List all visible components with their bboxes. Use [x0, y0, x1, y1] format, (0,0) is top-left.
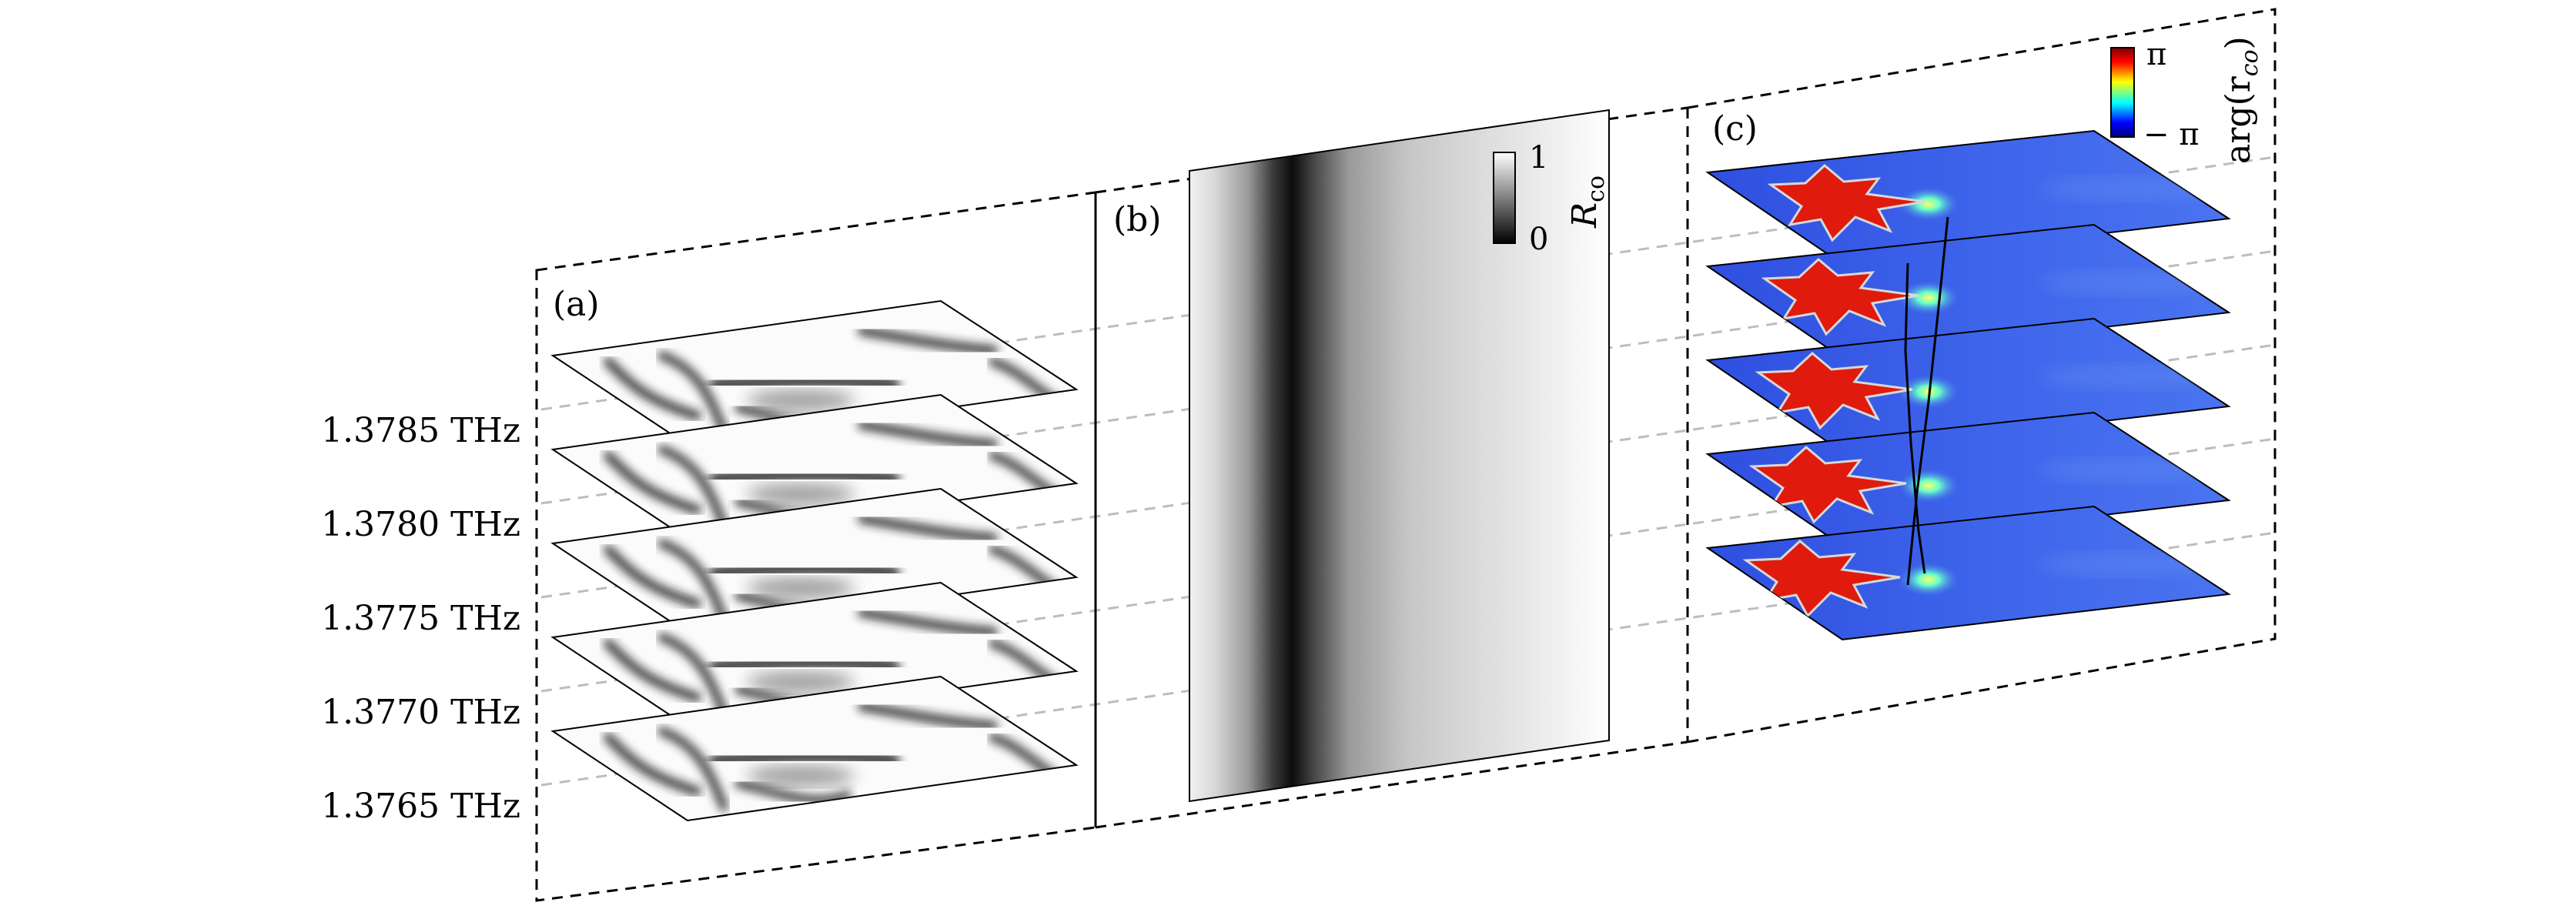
field-feature [657, 445, 728, 530]
field-plane-a [550, 675, 1079, 822]
frame-bottom-middle [1095, 740, 1688, 829]
frequency-label: 1.3770 THz [321, 693, 520, 732]
panel-label-c: (c) [1712, 109, 1758, 149]
field-feature [604, 733, 701, 796]
field-feature [657, 727, 728, 811]
frequency-labels: 1.3785 THz 1.3780 THz 1.3775 THz 1.3770 … [321, 411, 520, 826]
field-feature [858, 326, 998, 355]
panel-c [1705, 129, 2231, 641]
field-feature [709, 467, 900, 486]
field-feature [858, 514, 998, 543]
panel-a [550, 299, 1079, 822]
colorbar-b-max: 1 [1529, 140, 1548, 175]
panel-b: 1 0 Rco (b) [1113, 109, 1610, 803]
frame-c [1687, 8, 2277, 744]
frequency-label: 1.3780 THz [321, 505, 520, 544]
colorbar-b-min: 0 [1529, 222, 1548, 257]
panel-label-b: (b) [1113, 200, 1162, 239]
frame-a [535, 191, 1097, 902]
phase-transition [1898, 187, 1959, 221]
panel-label-a: (a) [553, 285, 600, 324]
field-feature [604, 451, 701, 514]
field-feature [604, 545, 701, 608]
plane-outline [1705, 505, 2231, 641]
field-feature [604, 639, 701, 702]
phase-pattern [1767, 164, 2225, 242]
field-feature [747, 389, 855, 411]
frequency-label: 1.3775 THz [321, 599, 520, 638]
frequency-label: 1.3765 THz [321, 787, 520, 826]
field-feature [747, 577, 855, 599]
phase-region-red [1761, 258, 1919, 336]
field-feature [858, 608, 998, 637]
phase-transition [1898, 281, 1959, 315]
field-feature [657, 633, 728, 717]
phase-tracking-lines [1904, 216, 1949, 586]
field-feature [747, 483, 855, 505]
colorbar-b [1493, 152, 1516, 244]
colorbar-c-min: − π [2143, 117, 2200, 152]
phase-transition [1898, 563, 1959, 597]
colorbar-c-label: arg(rco) [2219, 36, 2263, 164]
field-pattern [604, 702, 1059, 811]
field-feature [858, 702, 998, 730]
field-feature [657, 351, 728, 436]
field-feature [657, 539, 728, 623]
field-feature [709, 373, 900, 392]
phase-plane-c [1705, 505, 2231, 641]
colorbar-c-max: π [2146, 37, 2166, 72]
field-feature [734, 779, 851, 805]
field-feature [709, 655, 900, 673]
field-feature [747, 671, 855, 693]
field-feature [709, 561, 900, 580]
field-feature [747, 765, 855, 787]
colorbar-b-label: Rco [1565, 175, 1610, 229]
field-feature [858, 420, 998, 449]
colorbar-c: π − π arg(rco) [2110, 36, 2263, 164]
phase-transition [1898, 469, 1959, 503]
field-feature [604, 357, 701, 420]
phase-region-red [1755, 352, 1913, 430]
frequency-label: 1.3785 THz [321, 411, 520, 450]
field-feature [709, 749, 900, 767]
reflectance-map [1189, 109, 1610, 803]
phase-region-red [1767, 164, 1925, 242]
